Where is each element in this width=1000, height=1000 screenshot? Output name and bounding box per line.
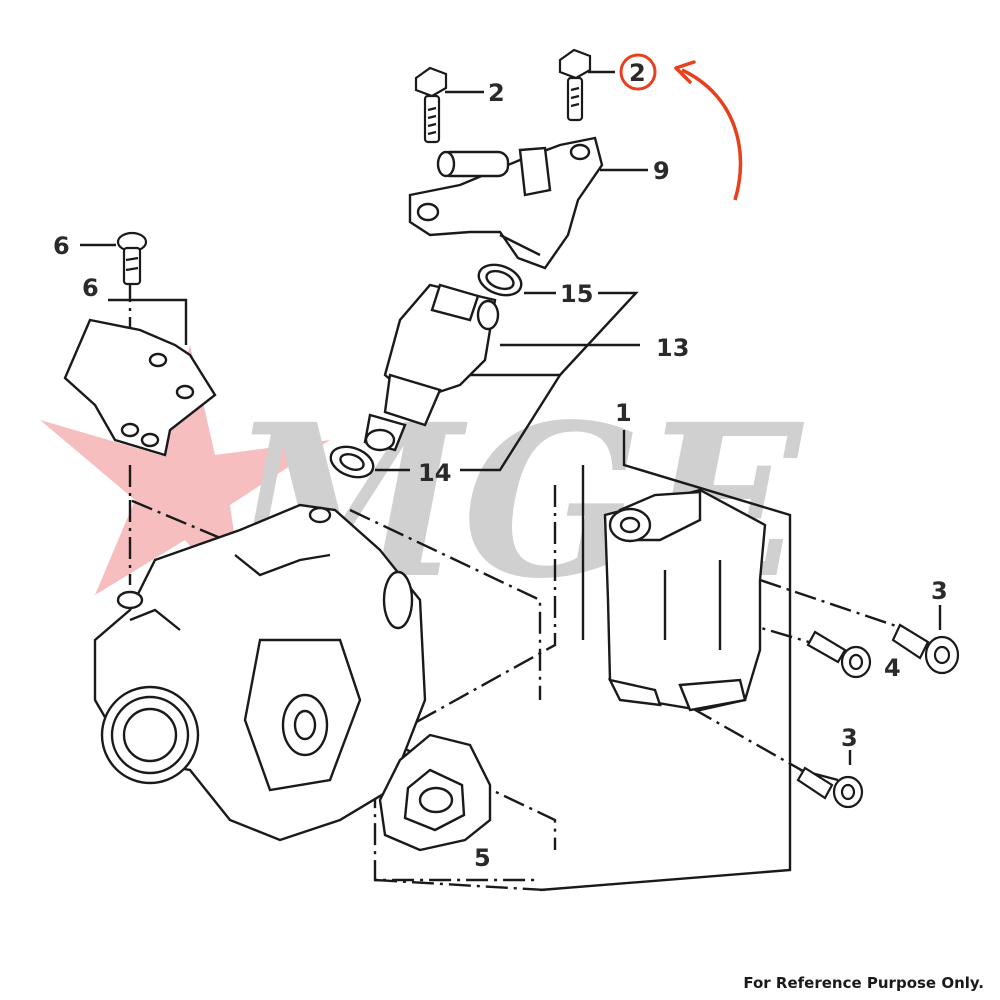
callout-13: 13 bbox=[656, 334, 689, 362]
washer-screw-part-4 bbox=[806, 630, 872, 679]
callout-9: 9 bbox=[653, 157, 670, 185]
screw-part-3-lower bbox=[796, 766, 864, 809]
highlight-circle bbox=[619, 53, 657, 91]
bolt-part-2-right bbox=[558, 48, 592, 122]
callout-4: 4 bbox=[884, 654, 901, 682]
callout-1: 1 bbox=[615, 399, 632, 427]
bolt-part-2-left bbox=[414, 66, 448, 144]
highlight-arrow-head bbox=[674, 60, 696, 84]
screw-part-3-upper bbox=[891, 623, 960, 675]
callout-2-right: 2 bbox=[629, 59, 646, 87]
highlight-arrow bbox=[681, 68, 743, 201]
callout-14: 14 bbox=[418, 459, 451, 487]
gasket-part-5 bbox=[378, 733, 492, 852]
seal-ring-part-14 bbox=[329, 445, 375, 479]
callout-2-left: 2 bbox=[488, 79, 505, 107]
callout-6-bolt: 6 bbox=[53, 232, 70, 260]
callout-5: 5 bbox=[474, 844, 491, 872]
throttle-body bbox=[93, 503, 427, 842]
sensor-bracket-part-9 bbox=[408, 136, 604, 270]
callout-3-upper: 3 bbox=[931, 577, 948, 605]
reference-disclaimer: For Reference Purpose Only. bbox=[743, 974, 984, 992]
callout-6-bracket: 6 bbox=[82, 274, 99, 302]
callout-3-lower: 3 bbox=[841, 724, 858, 752]
bolt-part-6 bbox=[116, 231, 148, 286]
highlight-annotation bbox=[619, 53, 743, 201]
callout-15: 15 bbox=[560, 280, 593, 308]
callout-numbers: 2 2 9 6 6 15 13 1 14 3 4 3 5 bbox=[53, 59, 948, 872]
o-ring-part-15 bbox=[477, 263, 523, 297]
bracket-part-6 bbox=[63, 318, 217, 457]
watermark-star bbox=[40, 345, 330, 610]
iac-valve-part-13 bbox=[363, 283, 500, 452]
sensor-part-1 bbox=[603, 488, 767, 712]
